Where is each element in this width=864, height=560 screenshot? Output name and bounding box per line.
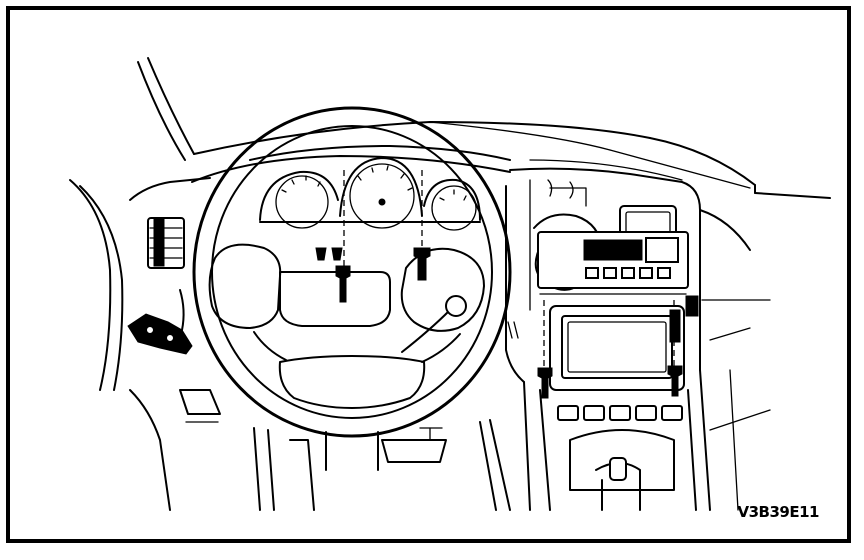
stack-screw-icon	[537, 295, 699, 399]
left-door-panel	[69, 177, 211, 391]
steering-wheel-icon	[192, 106, 512, 471]
windshield-outline	[137, 57, 831, 199]
screw-icon	[335, 170, 431, 303]
radio-head-unit-icon	[537, 231, 689, 295]
climate-control-panel	[549, 305, 685, 391]
figure-reference-code: V3B39E11	[737, 503, 820, 521]
dash-cowl	[191, 145, 511, 183]
instrument-cluster-icon	[259, 157, 481, 231]
switch-row	[557, 405, 683, 421]
diagram-frame: V3B39E11	[6, 6, 851, 543]
dashboard-removal-illustration	[69, 57, 831, 511]
left-switch-cluster-icon	[127, 289, 193, 355]
left-air-vent	[147, 217, 185, 269]
detail-marks	[507, 179, 574, 339]
center-console-icon	[523, 369, 711, 511]
right-dash-edge	[699, 209, 771, 511]
lower-dash-panel	[129, 389, 511, 511]
